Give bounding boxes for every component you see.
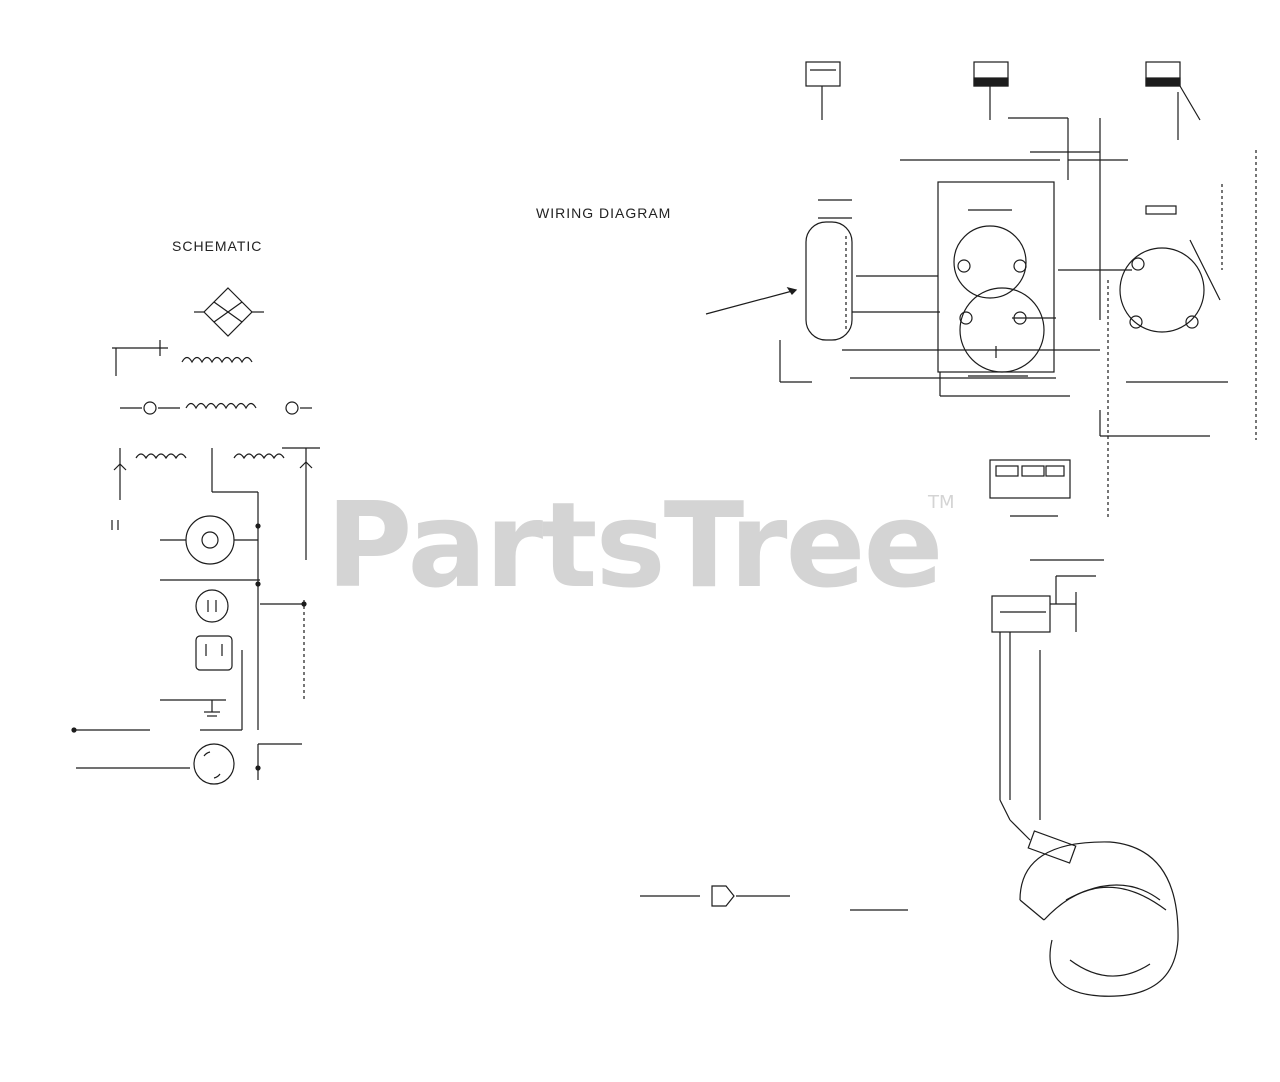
ignition-coil xyxy=(1027,830,1077,864)
field-coil xyxy=(181,356,253,364)
schematic-group xyxy=(71,287,320,785)
schematic-title: SCHEMATIC xyxy=(172,238,263,254)
alternator-connector xyxy=(805,221,853,341)
wiring-receptacle-2 xyxy=(959,287,1045,373)
terminal-circle xyxy=(143,401,157,415)
schematic-receptacle-1 xyxy=(185,515,235,565)
hour-meter xyxy=(989,459,1071,499)
plug-connector xyxy=(711,885,735,907)
flywheel xyxy=(1019,841,1179,997)
schematic-twistlock xyxy=(193,743,235,785)
parts-tree-watermark: PartsTree xyxy=(326,476,944,614)
trademark-mark: TM xyxy=(928,492,955,513)
wiring-receptacle-3 xyxy=(1119,247,1205,333)
idle-switch xyxy=(991,595,1051,633)
stator-coil xyxy=(185,402,257,410)
bridge-rectifier xyxy=(203,287,253,337)
coil-left xyxy=(135,453,187,460)
schematic-receptacle-2 xyxy=(195,589,229,623)
wiring-group xyxy=(640,61,1257,997)
breaker-1 xyxy=(805,61,841,87)
schematic-gfci-outlet xyxy=(195,635,233,671)
coil-right xyxy=(233,453,285,460)
wiring-receptacle-1 xyxy=(953,225,1027,299)
wiring-diagram-title: WIRING DIAGRAM xyxy=(536,205,672,221)
